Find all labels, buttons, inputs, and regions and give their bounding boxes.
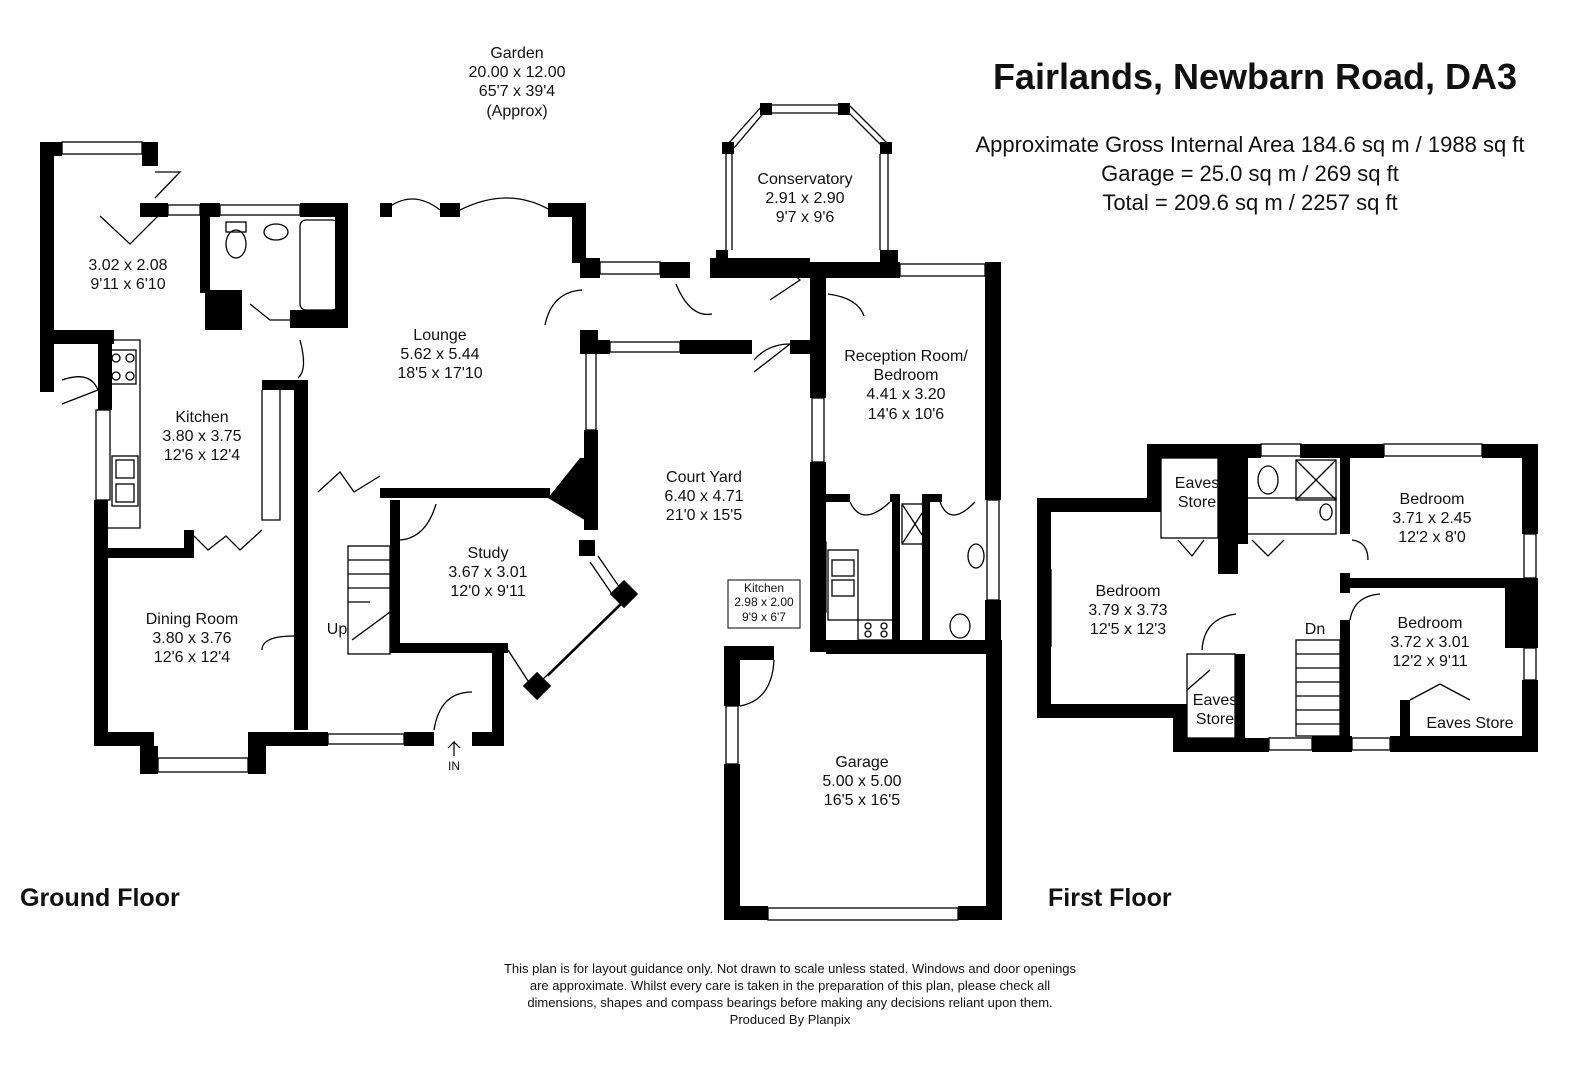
room-name: Reception Room/ (844, 348, 968, 365)
room-utility: 3.02 x 2.08 9'11 x 6'10 (58, 256, 198, 294)
room-dim-imperial: 18'5 x 17'10 (397, 365, 483, 383)
disclaimer: This plan is for layout guidance only. N… (440, 960, 1140, 1029)
room-dim-metric: 3.72 x 3.01 (1390, 634, 1470, 652)
room-name: Eaves (1174, 475, 1220, 492)
room-dim-imperial: 12'6 x 12'4 (153, 649, 231, 667)
walls (40, 103, 1538, 920)
room-garage: Garage 5.00 x 5.00 16'5 x 16'5 (792, 753, 932, 811)
room-study: Study 3.67 x 3.01 12'0 x 9'11 (418, 544, 558, 602)
room-dim-metric: 3.02 x 2.08 (88, 257, 168, 274)
room-dim-imperial: 12'0 x 9'11 (450, 583, 526, 601)
room-dim-metric: 3.71 x 2.45 (1392, 510, 1472, 528)
room-bedroom-north: Bedroom 3.71 x 2.45 12'2 x 8'0 (1362, 490, 1502, 548)
room-lounge: Lounge 5.62 x 5.44 18'5 x 17'10 (370, 326, 510, 384)
room-name: Bedroom (1397, 615, 1463, 632)
stairs-up-label: Up (326, 621, 348, 638)
room-dim-imperial: 9'11 x 6'10 (90, 276, 166, 294)
room-name: Kitchen (175, 409, 229, 426)
room-kitchen-annex: Kitchen 2.98 x 2.00 9'9 x 6'7 (728, 581, 800, 624)
ground-floor-label: Ground Floor (20, 884, 180, 912)
room-kitchen: Kitchen 3.80 x 3.75 12'6 x 12'4 (132, 408, 272, 466)
room-name: Bedroom (1095, 583, 1161, 600)
room-name-alt: Bedroom (873, 367, 939, 385)
room-bedroom-east: Bedroom 3.72 x 3.01 12'2 x 9'11 (1360, 614, 1500, 672)
room-dim-imperial: 12'2 x 8'0 (1398, 529, 1466, 547)
room-name: Court Yard (666, 469, 742, 486)
gross-internal-area: Approximate Gross Internal Area 184.6 sq… (975, 132, 1525, 157)
room-dim-imperial: 9'9 x 6'7 (742, 609, 786, 624)
room-courtyard: Court Yard 6.40 x 4.71 21'0 x 15'5 (634, 468, 774, 526)
area-summary: Approximate Gross Internal Area 184.6 sq… (930, 130, 1570, 217)
room-dining: Dining Room 3.80 x 3.76 12'6 x 12'4 (122, 610, 262, 668)
garage-area: Garage = 25.0 sq m / 269 sq ft (1101, 161, 1399, 187)
room-name: Bedroom (1399, 491, 1465, 508)
room-dim-imperial: 16'5 x 16'5 (823, 792, 901, 810)
room-dim-metric: 20.00 x 12.00 (468, 64, 566, 82)
entrance-arrow-icon (447, 740, 461, 756)
room-dim-metric: 2.98 x 2.00 (734, 595, 794, 610)
room-dim-imperial: 9'7 x 9'6 (775, 209, 835, 227)
room-name: Kitchen (743, 581, 785, 595)
room-dim-metric: 3.80 x 3.75 (162, 428, 242, 446)
room-dim-metric: 3.80 x 3.76 (152, 630, 232, 648)
room-name-line2: Store (1177, 494, 1217, 512)
room-dim-imperial: 21'0 x 15'5 (665, 507, 743, 525)
room-eaves-store-east: Eaves Store (1426, 715, 1514, 732)
room-name: Garage (835, 754, 889, 771)
room-name: Dining Room (145, 611, 239, 628)
disclaimer-line: This plan is for layout guidance only. N… (503, 961, 1077, 976)
disclaimer-line: dimensions, shapes and compass bearings … (527, 995, 1053, 1011)
total-area: Total = 209.6 sq m / 2257 sq ft (1102, 190, 1398, 216)
room-note: (Approx) (486, 102, 548, 120)
room-eaves-store-north: Eaves Store (1162, 474, 1232, 512)
room-dim-metric: 5.00 x 5.00 (822, 773, 902, 791)
property-title: Fairlands, Newbarn Road, DA3 (992, 56, 1518, 97)
room-dim-metric: 4.41 x 3.20 (866, 386, 946, 404)
room-eaves-store-south: Eaves Store (1180, 691, 1250, 729)
fittings (61, 104, 1537, 921)
room-reception: Reception Room/ Bedroom 4.41 x 3.20 14'6… (826, 347, 986, 424)
room-dim-imperial: 12'5 x 12'3 (1089, 621, 1167, 639)
stairs-down-label: Dn (1304, 621, 1326, 638)
room-name: Garden (490, 45, 544, 62)
disclaimer-line: are approximate. Whilst every care is ta… (529, 978, 1051, 994)
room-dim-metric: 3.79 x 3.73 (1088, 602, 1168, 620)
room-name: Study (467, 545, 509, 562)
room-dim-imperial: 12'6 x 12'4 (163, 447, 241, 465)
room-dim-metric: 3.67 x 3.01 (448, 564, 528, 582)
entrance-label: IN (448, 759, 460, 773)
room-name-line2: Store (1195, 711, 1235, 729)
room-dim-imperial: 14'6 x 10'6 (867, 405, 945, 423)
room-name: Eaves (1192, 692, 1238, 709)
room-dim-imperial: 65'7 x 39'4 (478, 83, 556, 101)
kitchen-label-box (727, 579, 801, 629)
room-name: Conservatory (757, 171, 853, 188)
room-dim-metric: 6.40 x 4.71 (664, 488, 744, 506)
room-dim-metric: 5.62 x 5.44 (400, 346, 480, 364)
room-name: Lounge (413, 327, 467, 344)
room-dim-imperial: 12'2 x 9'11 (1392, 653, 1468, 671)
room-bedroom-west: Bedroom 3.79 x 3.73 12'5 x 12'3 (1058, 582, 1198, 640)
room-garden: Garden 20.00 x 12.00 65'7 x 39'4 (Approx… (437, 44, 597, 121)
producer-credit: Produced By Planpix (729, 1012, 851, 1028)
room-dim-metric: 2.91 x 2.90 (765, 190, 845, 208)
first-floor-label: First Floor (1048, 884, 1172, 912)
room-conservatory: Conservatory 2.91 x 2.90 9'7 x 9'6 (735, 170, 875, 228)
